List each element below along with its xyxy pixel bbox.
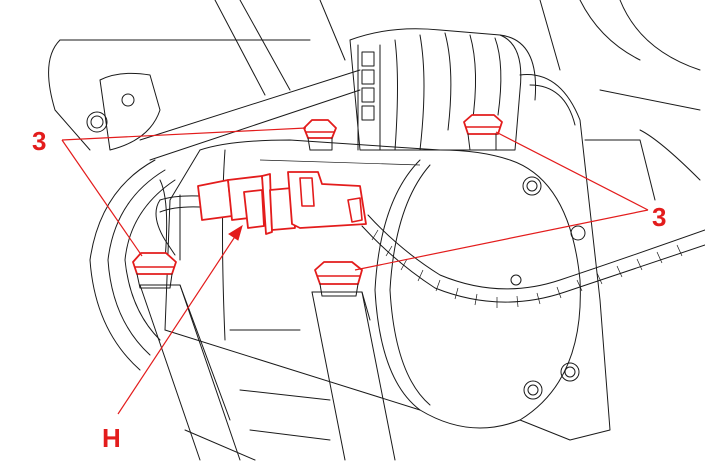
bolt-top-right [463,114,503,151]
leader-3-right-to-top-bolt [495,131,649,211]
electrical-connector [197,171,367,235]
bolt-bottom-right [314,261,363,297]
alternator-body [164,139,581,429]
bolt-top-left [303,119,337,151]
leader-3-right-to-bottom-bolt [354,209,649,271]
mounting-bracket-right [510,74,656,441]
background-structure [48,0,701,181]
mounting-legs [139,284,396,461]
wiring-harness [155,195,705,308]
leader-3-left-to-top-bolt [61,127,307,141]
leader-h-arrowhead [228,224,243,241]
leader-3-left-to-bottom-bolt [61,139,143,257]
connector-callout: H [102,423,121,453]
pulley-left [89,159,181,371]
leader-lines [61,127,649,415]
leader-h-to-connector [117,231,239,415]
bolt-callout-left: 3 [32,126,46,156]
bolt-callout-right: 3 [652,202,666,232]
alternator-fan [349,28,537,151]
bolt-bottom-left [132,252,177,289]
